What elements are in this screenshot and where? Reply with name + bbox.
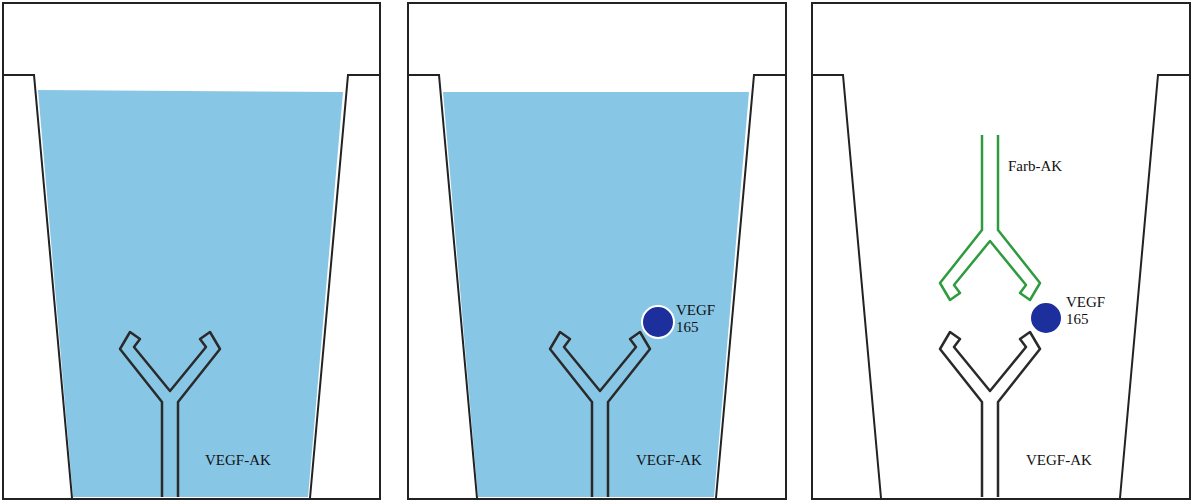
vegf-molecule xyxy=(642,306,674,338)
well-panel xyxy=(812,3,1190,499)
liquid xyxy=(443,92,749,497)
antibody-label: VEGF-AK xyxy=(636,452,726,469)
capture-antibody xyxy=(120,332,220,497)
well-wall xyxy=(408,75,786,498)
liquid xyxy=(38,90,343,497)
well-wall xyxy=(812,75,1190,498)
antigen-label: VEGF 165 xyxy=(676,302,718,336)
capture-antibody xyxy=(550,332,650,497)
well-panel xyxy=(3,3,380,499)
antigen-label: VEGF 165 xyxy=(1066,294,1108,328)
antibody-label: VEGF-AK xyxy=(1026,452,1116,469)
capture-antibody xyxy=(940,332,1040,497)
antibody-label: VEGF-AK xyxy=(205,452,295,469)
vegf-molecule xyxy=(1030,302,1062,334)
well-panel xyxy=(408,3,786,499)
antibody-label: Farb-AK xyxy=(1008,158,1098,175)
well-wall xyxy=(3,75,380,498)
